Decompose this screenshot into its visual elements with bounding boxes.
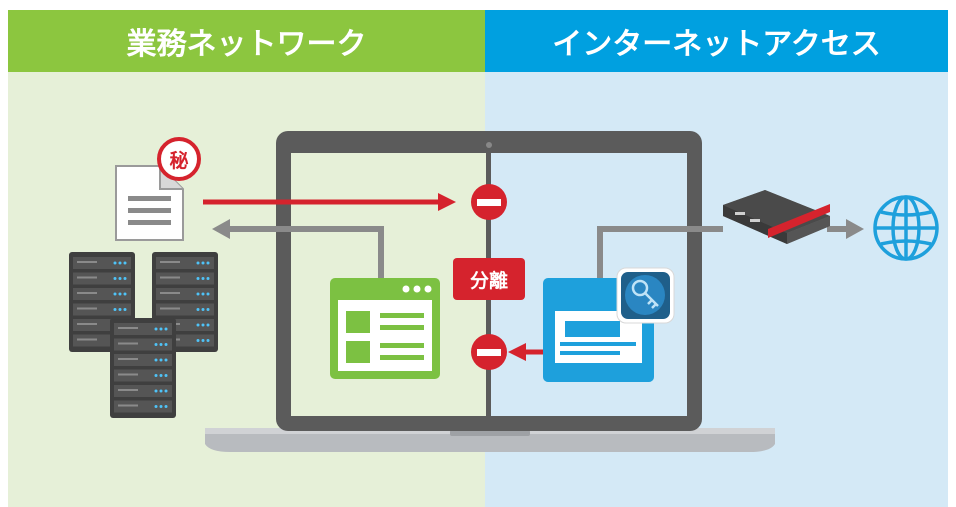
internet-zone-title: インターネットアクセス: [485, 10, 948, 72]
laptop-base: [205, 428, 775, 452]
separation-label: 分離: [453, 258, 525, 300]
router-device-icon: [723, 190, 830, 244]
arrow-to-servers: [212, 219, 230, 239]
browser-to-router-line: [597, 226, 723, 278]
confidential-badge-label: 秘: [169, 149, 189, 172]
connection-lines: [212, 219, 864, 278]
globe-icon: [873, 195, 939, 261]
block-icon: [471, 184, 507, 220]
blocked-arrow-left: [508, 343, 526, 361]
business-app-window-icon: [330, 278, 440, 379]
blocked-arrow-right: [438, 193, 456, 211]
arrow-to-globe: [846, 219, 864, 239]
business-app-to-servers-line: [228, 226, 384, 278]
server-rack-icon: [110, 318, 176, 418]
block-icon: [471, 334, 507, 370]
document-icon: [115, 137, 201, 241]
business-zone-title: 業務ネットワーク: [8, 10, 485, 72]
key-badge-icon: [616, 267, 675, 324]
